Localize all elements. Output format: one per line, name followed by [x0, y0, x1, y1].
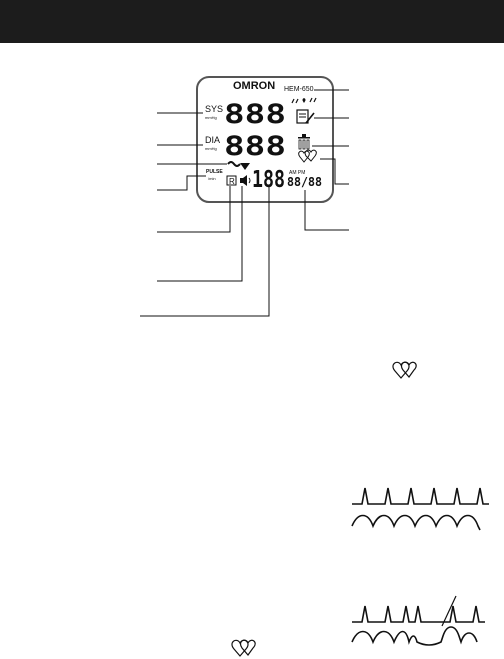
sys-label: SYS — [205, 104, 223, 114]
irregular-heartbeat-icon — [298, 149, 317, 163]
memory-note-icon — [296, 109, 315, 124]
left-callout-lines — [140, 112, 270, 317]
dia-digits: 888 — [224, 131, 286, 162]
irregular-heartbeat-symbol-bottom — [231, 639, 256, 657]
memory-badge-frame — [226, 175, 237, 186]
right-callout-lines — [304, 89, 349, 231]
irregular-heartbeat-symbol — [392, 361, 417, 379]
dia-unit: mmHg — [205, 146, 217, 151]
page-header-bar — [0, 0, 504, 43]
sound-icon — [240, 175, 251, 186]
dia-label: DIA — [205, 135, 220, 145]
irregular-heartbeat-waveform — [351, 595, 485, 646]
lcd-frame — [196, 76, 334, 203]
pulse-unit: /min — [208, 176, 216, 181]
regular-heartbeat-waveform — [351, 487, 489, 531]
pulse-label: PULSE — [206, 169, 223, 175]
model-label: HEM-650 — [284, 86, 314, 93]
ampm-label: AM PM — [289, 170, 305, 176]
memory-badge: R — [229, 177, 235, 186]
cuff-icon — [227, 161, 250, 170]
sys-unit: mmHg — [205, 115, 217, 120]
sys-digits: 888 — [224, 99, 286, 130]
date-digits: 88/88 — [287, 175, 322, 189]
battery-icon — [298, 134, 310, 150]
heartbeat-icon — [291, 97, 317, 104]
brand-logo: OMRON — [233, 80, 275, 92]
